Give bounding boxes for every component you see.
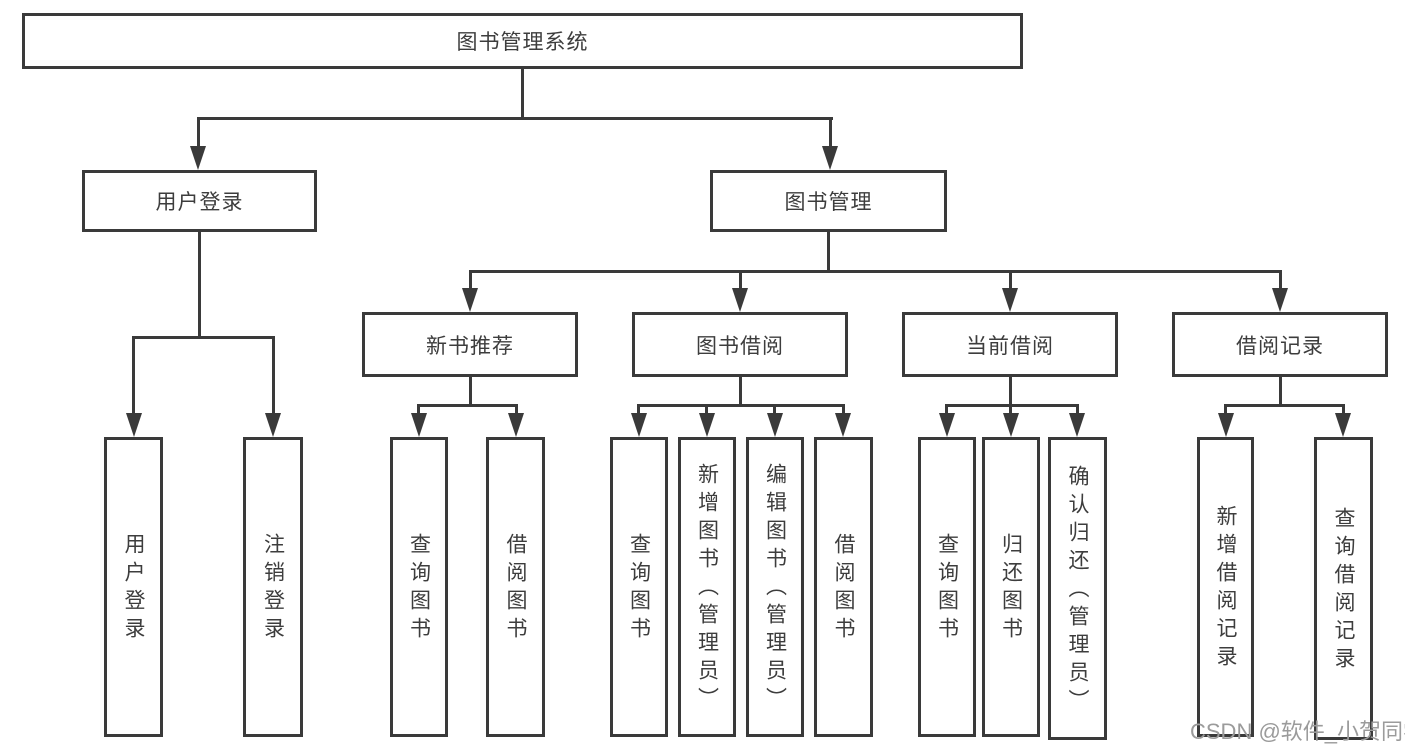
connector-line	[1009, 404, 1012, 418]
arrow-down-icon	[767, 413, 783, 437]
leaf-bw-borrow-book: 借阅图书	[814, 437, 873, 737]
leaf-cur-return-book: 归还图书	[982, 437, 1040, 737]
arrow-down-icon	[732, 288, 748, 312]
connector-line	[773, 404, 776, 418]
connector-line	[521, 69, 524, 119]
connector-line	[197, 117, 833, 120]
leaf-bw-add-book-admin: 新增图书（管理员）	[678, 437, 736, 737]
leaf-nb-query-book: 查询图书	[390, 437, 448, 737]
connector-line	[469, 377, 472, 407]
leaf-cur-query-book: 查询图书	[918, 437, 976, 737]
connector-line	[739, 377, 742, 407]
node-new-book-recommend: 新书推荐	[362, 312, 578, 377]
connector-line	[1009, 377, 1012, 407]
arrow-down-icon	[411, 413, 427, 437]
connector-line	[1076, 404, 1079, 418]
arrow-down-icon	[1218, 413, 1234, 437]
leaf-bw-borrow-book-label: 借阅图书	[832, 533, 855, 645]
connector-line	[1279, 377, 1282, 407]
connector-line	[739, 270, 742, 292]
connector-line	[945, 404, 948, 418]
connector-line	[272, 336, 275, 418]
connector-line	[132, 336, 135, 418]
node-user-login: 用户登录	[82, 170, 317, 232]
arrow-down-icon	[1002, 288, 1018, 312]
arrow-down-icon	[126, 413, 142, 437]
node-root: 图书管理系统	[22, 13, 1023, 69]
connector-line	[417, 404, 518, 407]
arrow-down-icon	[699, 413, 715, 437]
node-book-borrow-label: 图书借阅	[696, 334, 784, 358]
connector-line	[1279, 270, 1282, 292]
arrow-down-icon	[462, 288, 478, 312]
node-borrow-records: 借阅记录	[1172, 312, 1388, 377]
arrow-down-icon	[265, 413, 281, 437]
node-book-management-label: 图书管理	[784, 191, 873, 214]
connector-line	[197, 117, 200, 149]
arrow-down-icon	[822, 146, 838, 170]
leaf-rec-query-record-label: 查询借阅记录	[1332, 506, 1355, 675]
leaf-cur-return-book-label: 归还图书	[999, 533, 1023, 645]
leaf-rec-query-record: 查询借阅记录	[1314, 437, 1373, 740]
leaf-cur-confirm-return-admin-label: 确认归还（管理员）	[1066, 464, 1089, 717]
leaf-rec-add-record: 新增借阅记录	[1197, 437, 1254, 737]
connector-line	[1224, 404, 1345, 407]
node-current-borrow: 当前借阅	[902, 312, 1118, 377]
connector-line	[469, 270, 1282, 273]
leaf-bw-edit-book-admin-label: 编辑图书（管理员）	[763, 463, 787, 715]
leaf-user-login: 用户登录	[104, 437, 163, 737]
node-user-login-label: 用户登录	[155, 191, 244, 214]
node-borrow-records-label: 借阅记录	[1236, 334, 1324, 358]
connector-line	[842, 404, 845, 418]
connector-line	[637, 404, 640, 418]
arrow-down-icon	[508, 413, 524, 437]
leaf-bw-edit-book-admin: 编辑图书（管理员）	[746, 437, 804, 737]
arrow-down-icon	[1069, 413, 1085, 437]
node-current-borrow-label: 当前借阅	[966, 334, 1054, 358]
connector-line	[945, 404, 1079, 407]
connector-line	[515, 404, 518, 418]
leaf-bw-query-book-label: 查询图书	[627, 533, 651, 645]
arrow-down-icon	[939, 413, 955, 437]
connector-line	[1009, 270, 1012, 292]
leaf-logout-label: 注销登录	[261, 533, 285, 645]
connector-line	[1224, 404, 1227, 418]
connector-line	[1342, 404, 1345, 418]
node-book-borrow: 图书借阅	[632, 312, 848, 377]
node-root-label: 图书管理系统	[456, 31, 589, 54]
arrow-down-icon	[1335, 413, 1351, 437]
leaf-logout: 注销登录	[243, 437, 303, 737]
leaf-rec-add-record-label: 新增借阅记录	[1214, 505, 1237, 673]
leaf-cur-confirm-return-admin: 确认归还（管理员）	[1048, 437, 1107, 740]
connector-line	[469, 270, 472, 292]
leaf-cur-query-book-label: 查询图书	[935, 533, 959, 645]
connector-line	[637, 404, 845, 407]
arrow-down-icon	[631, 413, 647, 437]
leaf-bw-query-book: 查询图书	[610, 437, 668, 737]
node-new-book-recommend-label: 新书推荐	[426, 334, 514, 358]
connector-line	[132, 336, 275, 339]
leaf-user-login-label: 用户登录	[122, 533, 145, 645]
arrow-down-icon	[190, 146, 206, 170]
connector-line	[417, 404, 420, 418]
connector-line	[827, 232, 830, 273]
arrow-down-icon	[1003, 413, 1019, 437]
leaf-nb-query-book-label: 查询图书	[407, 533, 431, 645]
connector-line	[829, 117, 832, 149]
connector-line	[198, 232, 201, 339]
arrow-down-icon	[1272, 288, 1288, 312]
leaf-nb-borrow-book: 借阅图书	[486, 437, 545, 737]
csdn-watermark: CSDN @软件_小贺同学	[1190, 719, 1405, 744]
arrow-down-icon	[835, 413, 851, 437]
connector-line	[705, 404, 708, 418]
leaf-bw-add-book-admin-label: 新增图书（管理员）	[695, 463, 719, 715]
node-book-management: 图书管理	[710, 170, 947, 232]
leaf-nb-borrow-book-label: 借阅图书	[504, 533, 527, 645]
